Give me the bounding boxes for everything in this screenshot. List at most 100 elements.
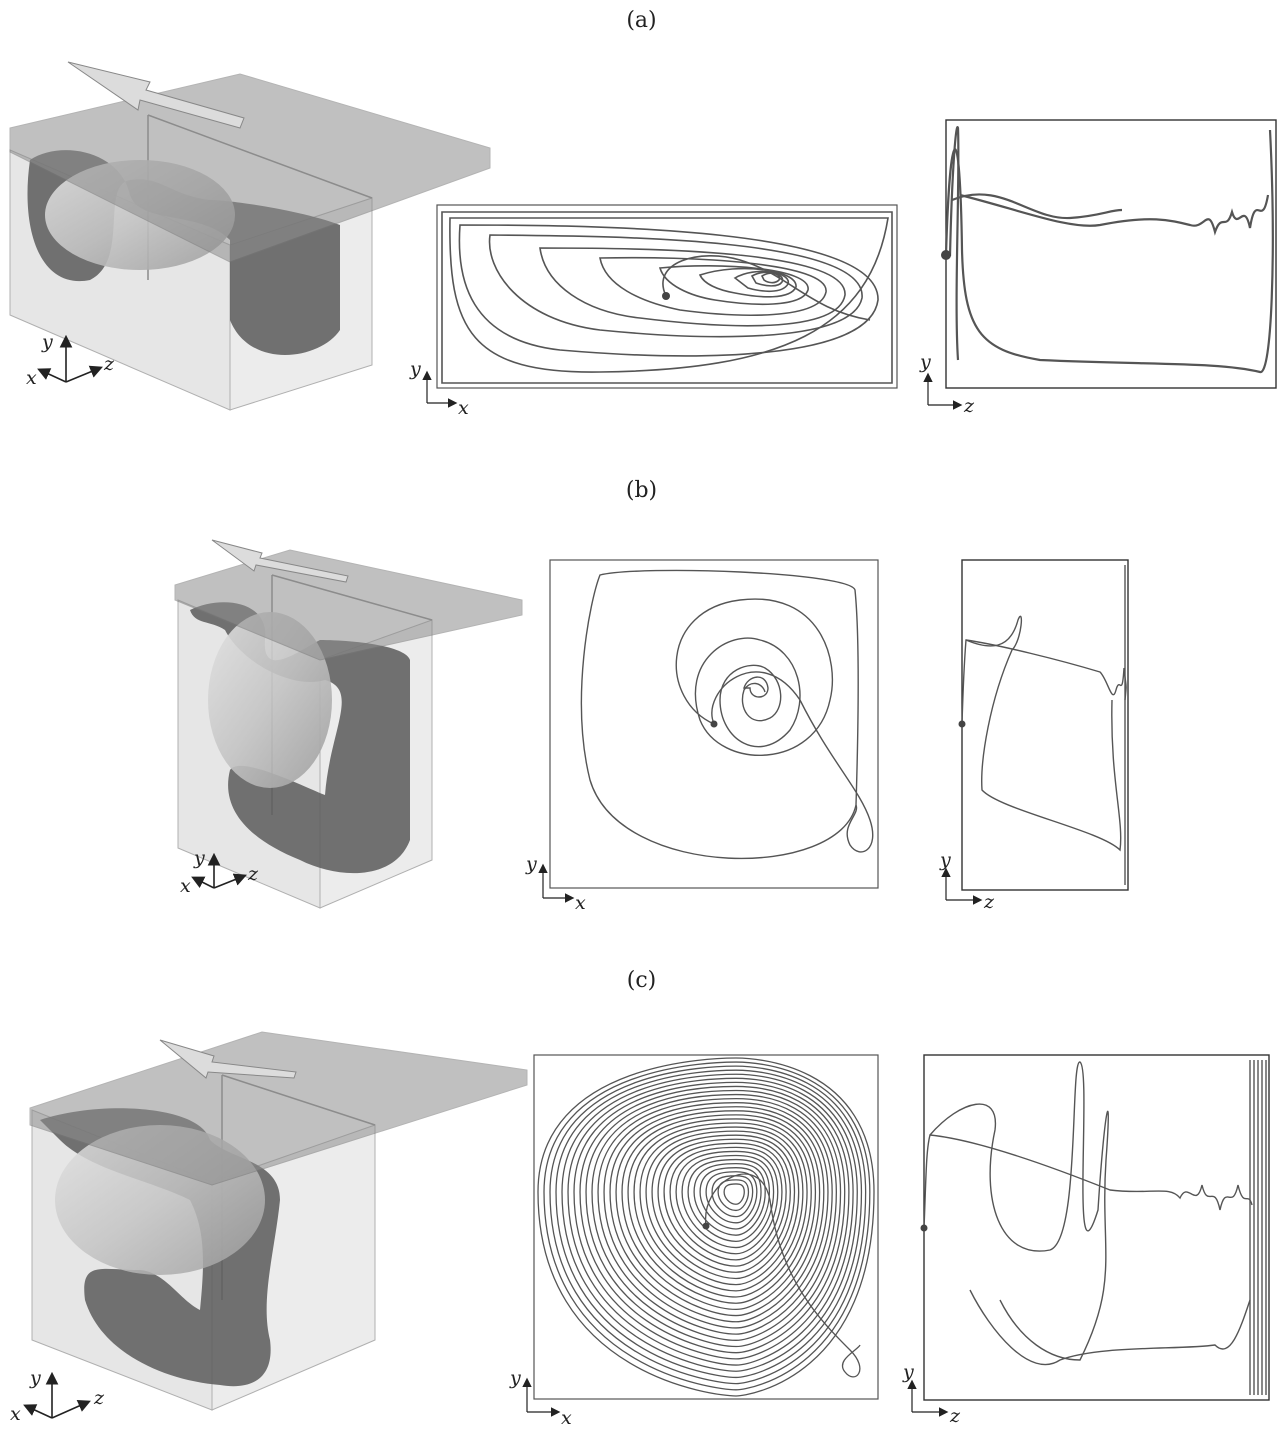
plot-h-label: x [458,397,469,419]
plot-h-label: x [561,1407,572,1429]
streamline-loop [705,1171,758,1224]
panel-a-3d-view: y x z [9,61,491,411]
streamline-loop [687,1158,771,1243]
streamline-loop [579,1085,846,1354]
panel-a-zy-plot: y z [919,119,1277,417]
plot-h-label: x [575,892,586,914]
streamline-loop [699,1167,762,1230]
plot-v-label: y [939,849,951,871]
panel-c-xy-plot: y x [509,1054,879,1429]
plot-frame [549,559,879,889]
lid-velocity-arrow [159,1039,297,1079]
lid [29,1031,528,1186]
triad-x-label: x [10,1403,21,1425]
axis-triad-c: y x z [10,1367,105,1425]
streamline-loop [603,1102,829,1329]
trajectory [441,211,893,384]
trajectory [580,569,874,860]
trajectory [944,126,1274,374]
start-marker [702,1222,710,1230]
streamline-loop [669,1146,783,1261]
triad-y-label: y [29,1367,41,1389]
lid-velocity-arrow [67,61,245,129]
light-isosurface [208,612,332,788]
triad-y-label: y [193,847,205,869]
trajectory-tail [705,1173,861,1378]
axis-triad-b: y x z [180,847,259,897]
plot-axes-xy-a: y x [409,358,469,419]
plot-v-label: y [902,1361,914,1383]
streamline-loop [693,1162,766,1236]
streamline-loop [597,1097,833,1335]
plot-axes-zy-c: y z [902,1361,961,1427]
streamline-loop [549,1065,867,1385]
plot-h-label: z [983,891,995,913]
streamline-loop [717,1179,750,1212]
streamline-loop [567,1077,854,1366]
plot-frame [533,1054,879,1400]
streamline-loop [621,1114,817,1311]
plot-v-label: y [525,853,537,875]
plot-v-label: y [509,1367,521,1389]
streamline-loop [681,1154,775,1249]
panel-b-label: (b) [625,478,658,503]
trajectory [923,1060,1267,1395]
panel-c-label: (c) [626,968,657,993]
triad-z-label: z [93,1387,105,1409]
panel-b-xy-plot: y x [525,559,879,914]
plot-v-label: y [919,351,931,373]
plot-axes-zy-a: y z [919,351,975,417]
start-marker [920,1224,928,1232]
streamline-loop [633,1122,808,1298]
plot-h-label: z [949,1405,961,1427]
start-marker [710,720,718,728]
dark-isosurface [190,602,410,874]
streamline-loop [555,1069,863,1379]
trajectory [961,565,1127,885]
streamline-loop [585,1089,842,1348]
start-marker [941,250,951,260]
lid [9,73,491,263]
panel-a-xy-plot: y x [409,204,898,419]
streamline-loop [537,1057,875,1397]
triad-y-label: y [41,331,53,353]
streamline-loop [711,1175,754,1218]
streamline-loop [573,1081,850,1360]
plot-axes-zy-b: y z [939,849,995,913]
panel-c-zy-plot: y z [902,1054,1270,1427]
plot-v-label: y [409,358,421,380]
streamline-loop [645,1130,800,1286]
plot-frame [923,1054,1270,1401]
streamline-loop [561,1073,858,1372]
plot-frame [945,119,1277,389]
axis-triad-a: y x z [26,331,115,389]
lid [174,549,523,661]
triad-x-label: x [26,367,37,389]
lid-velocity-arrow [211,539,349,583]
start-marker [958,720,966,728]
plot-h-label: z [963,395,975,417]
plot-axes-xy-c: y x [509,1367,572,1429]
streamline-loop [663,1142,787,1267]
triad-x-label: x [180,875,191,897]
plot-axes-xy-b: y x [525,853,586,914]
streamline-loop [543,1061,871,1391]
triad-z-label: z [247,863,259,885]
plot-frame [436,204,898,389]
trajectory [537,1057,875,1397]
streamline-loop [609,1106,825,1323]
start-marker [662,292,670,300]
streamline-loop [591,1093,837,1341]
panel-c-3d-view: y x z [10,1031,528,1425]
panel-a-label: (a) [626,8,657,33]
streamline-loop [723,1183,745,1205]
plot-frame [961,559,1129,891]
panel-b-3d-view: y x z [174,539,523,909]
streamline-loop [639,1126,804,1292]
streamline-loop [657,1138,791,1273]
streamline-loop [651,1134,796,1280]
streamline-loop [615,1110,821,1317]
streamline-loop [627,1118,812,1304]
streamline-loop [675,1150,779,1255]
